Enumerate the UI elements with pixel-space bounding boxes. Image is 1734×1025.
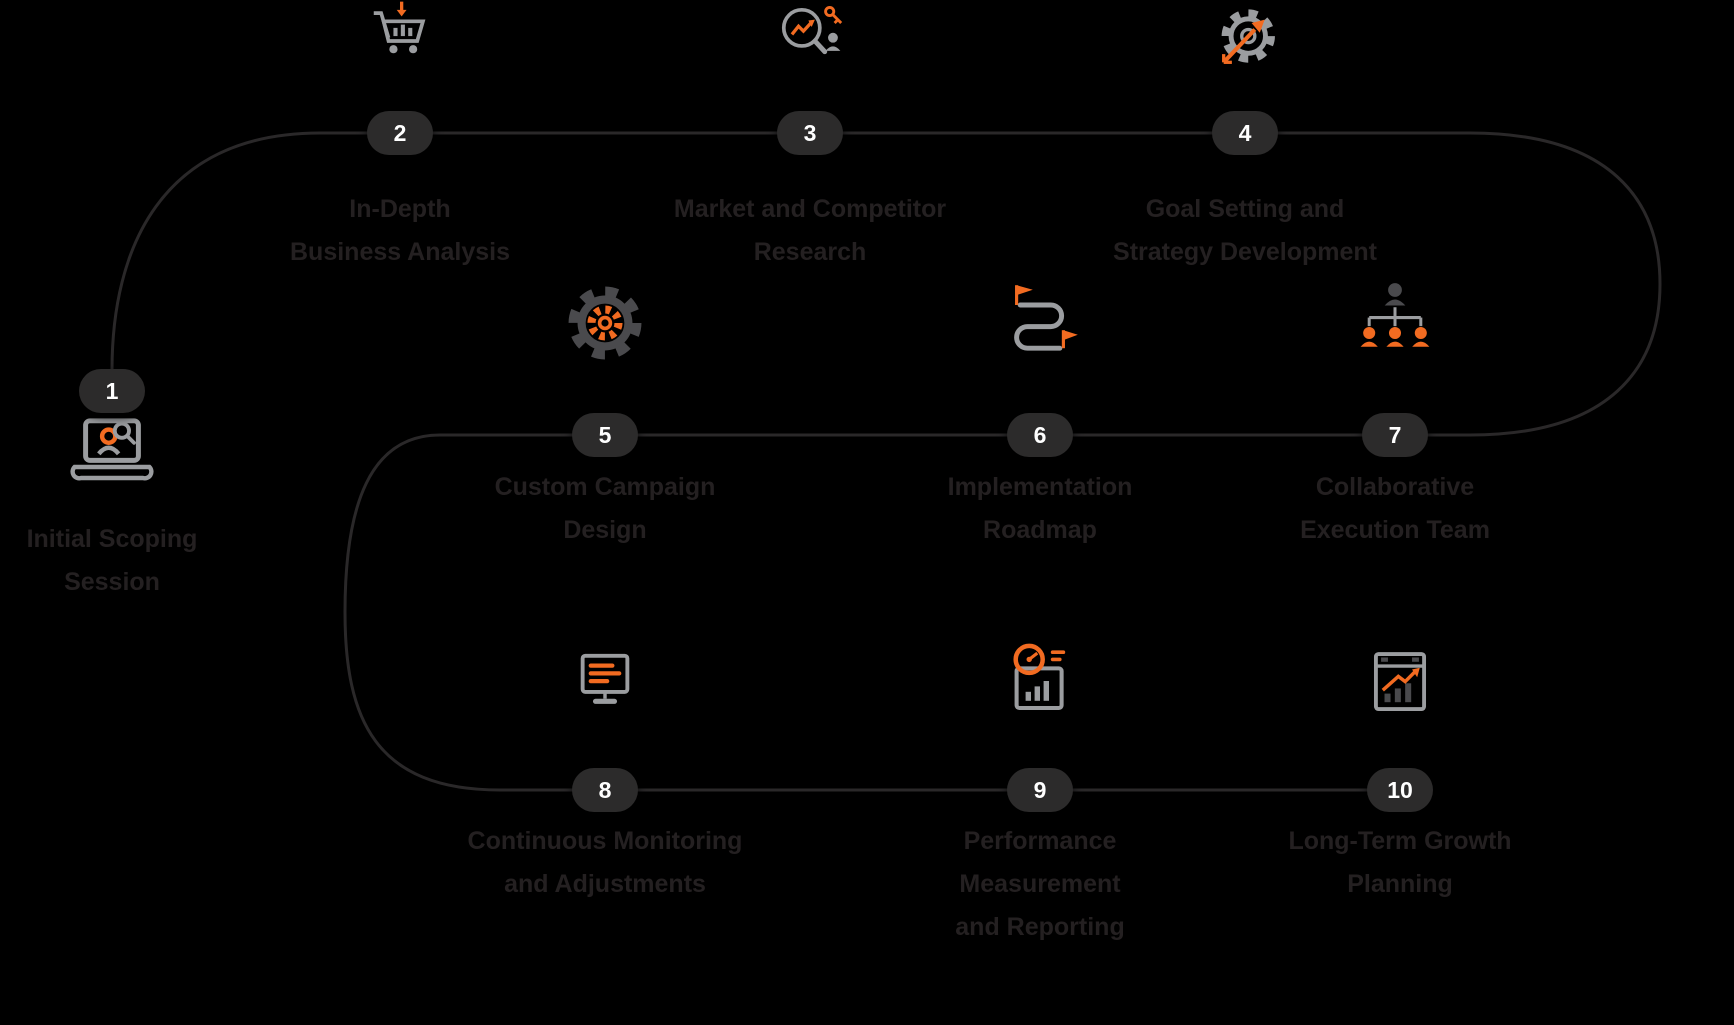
step-number-badge: 10 <box>1367 768 1433 812</box>
step-number: 6 <box>1033 421 1047 448</box>
step-number-badge: 6 <box>1007 413 1073 457</box>
step-label: In-Depth Business Analysis <box>289 195 511 266</box>
step-number-badge: 3 <box>777 111 843 155</box>
step-label: Performance Measurement and Reporting <box>955 827 1125 941</box>
step-number: 1 <box>105 377 119 404</box>
step-number: 8 <box>598 776 612 803</box>
step-label: Custom Campaign Design <box>494 473 716 544</box>
team-orgchart-icon <box>1352 278 1438 369</box>
monitoring-screen-icon <box>562 642 648 733</box>
step-number-badge: 2 <box>367 111 433 155</box>
step-label: Goal Setting and Strategy Development <box>1113 195 1377 266</box>
cart-analytics-icon <box>359 0 441 87</box>
step-label: Long-Term Growth Planning <box>1288 827 1512 898</box>
growth-planning-icon <box>1357 642 1443 733</box>
step-number-badge: 5 <box>572 413 638 457</box>
step-number: 7 <box>1388 421 1402 448</box>
step-label: Initial Scoping Session <box>26 525 198 596</box>
roadmap-flags-icon <box>995 278 1085 373</box>
step-number: 5 <box>598 421 612 448</box>
step-label: Market and Competitor Research <box>673 195 947 266</box>
step-number: 9 <box>1033 776 1047 803</box>
goal-strategy-icon <box>1204 0 1286 87</box>
step-number-badge: 1 <box>79 369 145 413</box>
step-number: 4 <box>1238 119 1252 146</box>
custom-design-gear-icon <box>560 278 650 373</box>
laptop-search-icon <box>57 412 167 527</box>
step-label: Continuous Monitoring and Adjustments <box>467 827 743 898</box>
step-number-badge: 8 <box>572 768 638 812</box>
step-number-badge: 9 <box>1007 768 1073 812</box>
step-number-badge: 7 <box>1362 413 1428 457</box>
step-label: Collaborative Execution Team <box>1300 473 1490 544</box>
step-label: Implementation Roadmap <box>947 473 1133 544</box>
step-number: 2 <box>393 119 407 146</box>
step-number-badge: 4 <box>1212 111 1278 155</box>
step-number: 10 <box>1387 776 1413 803</box>
step-number: 3 <box>803 119 817 146</box>
market-research-icon <box>769 0 851 87</box>
performance-dashboard-icon <box>995 636 1085 731</box>
